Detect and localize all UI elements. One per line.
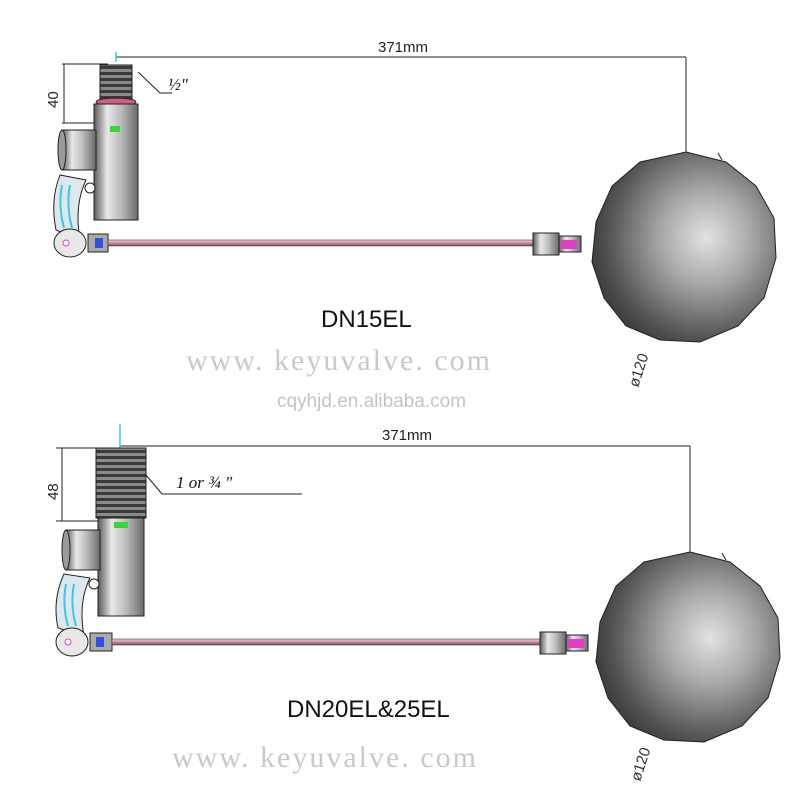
ball-diameter-label: ø120 xyxy=(626,351,653,389)
watermark-site: www. keyuvalve. com xyxy=(186,344,492,377)
float-rod xyxy=(111,638,541,646)
length-dimension-label: 371mm xyxy=(378,39,428,56)
float-ball xyxy=(591,151,777,343)
watermark-domain: cqyhjd.en.alibaba.com xyxy=(277,391,466,412)
valve-body xyxy=(53,64,139,258)
ball-diameter-label: ø120 xyxy=(628,745,655,783)
watermark-site: www. keyuvalve. com xyxy=(172,741,478,774)
valve-body xyxy=(55,447,147,657)
height-dimension-label: 40 xyxy=(45,91,62,108)
length-dimension-label: 371mm xyxy=(382,427,432,444)
thread-size-label: ½" xyxy=(168,75,189,94)
thread-size-label: 1 or ¾ " xyxy=(176,473,233,492)
model-label: DN15EL xyxy=(321,306,412,333)
diagram-dn20el-25el: 371mm 48 1 or ¾ " xyxy=(45,424,781,783)
diagram-dn15el: 371mm 40 ½" xyxy=(45,39,777,389)
float-ball xyxy=(595,551,781,743)
float-rod xyxy=(107,239,534,247)
model-label: DN20EL&25EL xyxy=(287,696,450,723)
height-dimension-label: 48 xyxy=(45,483,62,500)
